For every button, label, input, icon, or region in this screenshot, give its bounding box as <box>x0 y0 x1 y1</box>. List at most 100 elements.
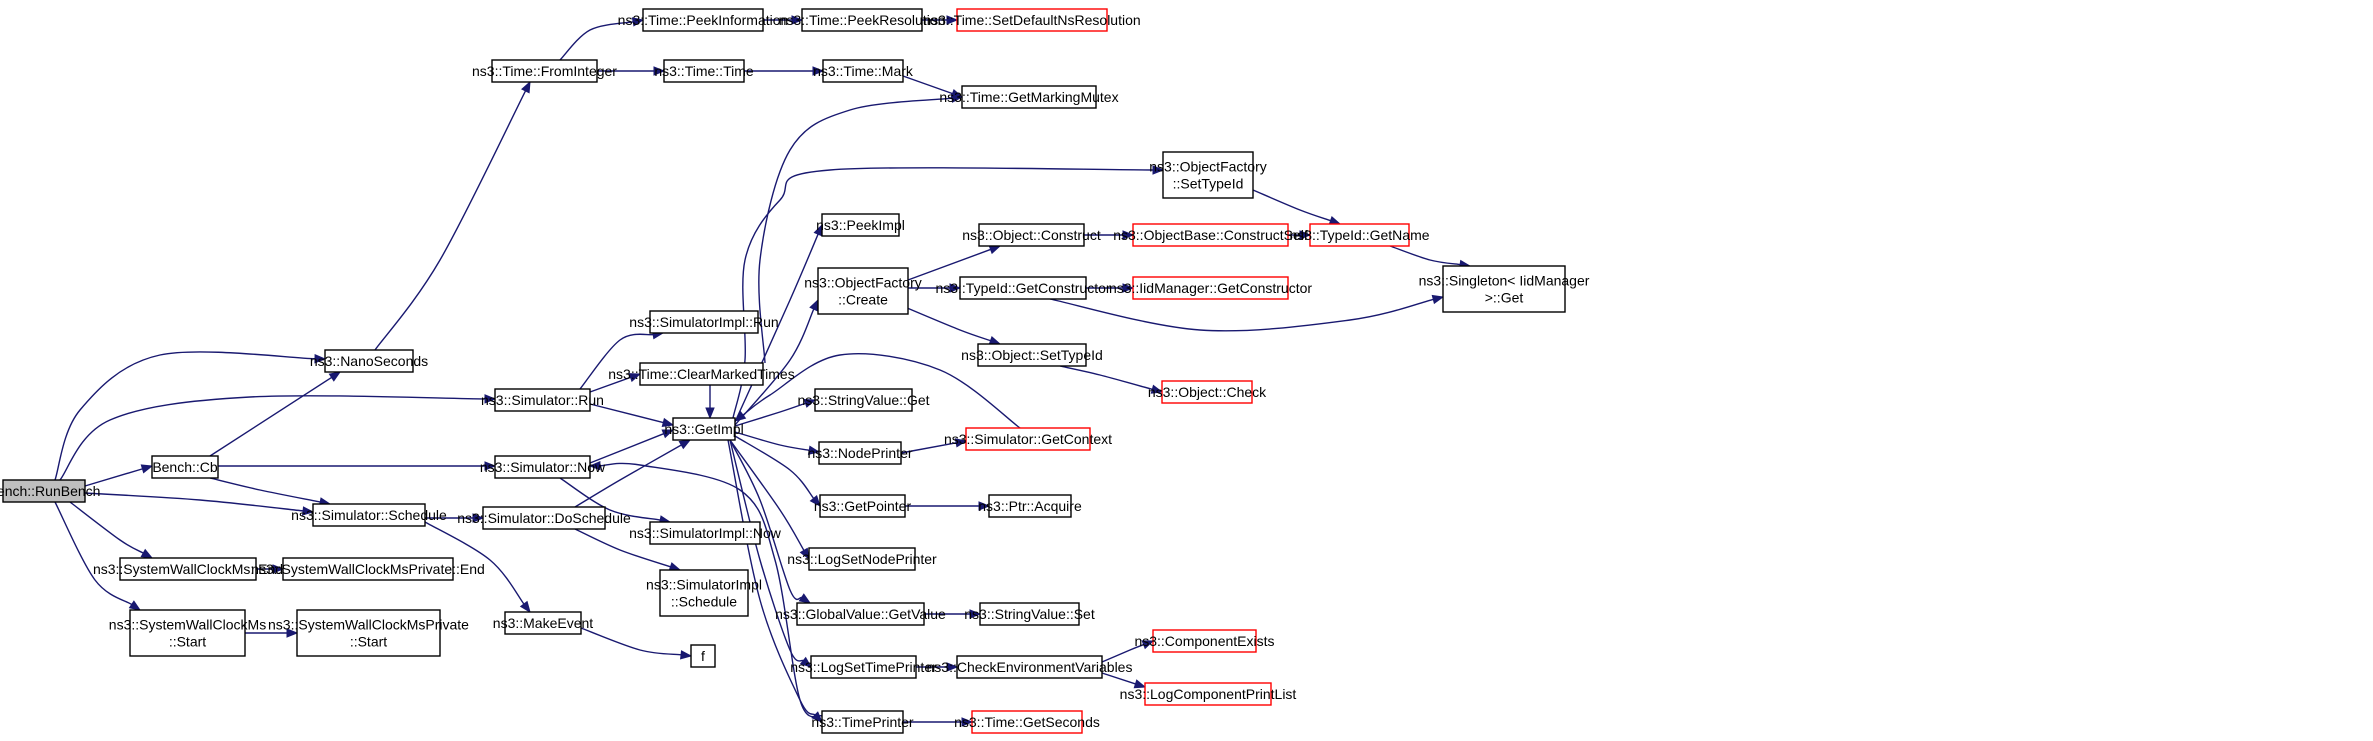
node-constructself[interactable]: ns3::ObjectBase::ConstructSelf <box>1113 223 1308 247</box>
node-strvalset[interactable]: ns3::StringValue::Set <box>964 602 1095 626</box>
node-swc_end[interactable]: ns3::SystemWallClockMs::End <box>93 557 283 581</box>
node-f[interactable]: f <box>690 644 716 668</box>
edge-makeevent-to-f <box>580 627 693 660</box>
node-label: ns3::ObjectFactory <box>1149 159 1267 175</box>
node-nanoseconds[interactable]: ns3::NanoSeconds <box>310 349 428 373</box>
arrowhead-icon <box>951 93 964 103</box>
node-strvalget[interactable]: ns3::StringValue::Get <box>797 388 930 412</box>
node-label: ns3::Simulator::DoSchedule <box>457 510 631 526</box>
node-fromint[interactable]: ns3::Time::FromInteger <box>472 59 617 83</box>
edge-doschedule-to-getimpl <box>574 439 692 508</box>
node-runbench[interactable]: Bench::RunBench <box>0 479 100 503</box>
node-simnow[interactable]: ns3::Simulator::Now <box>480 455 606 479</box>
node-box <box>129 609 246 657</box>
node-label: ns3::GetPointer <box>814 498 912 514</box>
arrowhead-icon <box>661 417 675 427</box>
node-doschedule[interactable]: ns3::Simulator::DoSchedule <box>457 506 631 530</box>
node-logsettime[interactable]: ns3::LogSetTimePrinter <box>790 655 937 679</box>
node-getpointer[interactable]: ns3::GetPointer <box>814 494 912 518</box>
node-ptracquire[interactable]: ns3::Ptr::Acquire <box>978 494 1082 518</box>
edge-constructself-to-tidgetname <box>1288 230 1312 240</box>
arrowhead-icon <box>949 283 962 293</box>
node-swcp_end[interactable]: ns3::SystemWallClockMsPrivate::End <box>251 557 485 581</box>
edge-line <box>758 97 953 364</box>
node-label: ns3::SimulatorImpl <box>646 577 762 593</box>
edge-line <box>1059 365 1153 391</box>
node-objsettypeid[interactable]: ns3::Object::SetTypeId <box>961 343 1103 367</box>
node-simimplnow[interactable]: ns3::SimulatorImpl::Now <box>629 521 782 545</box>
node-simimplsched[interactable]: ns3::SimulatorImpl::Schedule <box>646 569 762 617</box>
node-label: ns3::SimulatorImpl::Run <box>629 314 778 330</box>
edge-line <box>902 75 953 95</box>
node-iidgetctor[interactable]: ns3::IidManager::GetConstructor <box>1109 276 1312 300</box>
edge-fromint-to-peekinfo <box>559 17 645 61</box>
node-checkenv[interactable]: ns3::CheckEnvironmentVariables <box>927 655 1133 679</box>
arrowhead-icon <box>519 600 531 614</box>
node-peekimpl[interactable]: ns3::PeekImpl <box>816 213 905 237</box>
node-tidgetctor[interactable]: ns3::TypeId::GetConstructor <box>935 276 1111 300</box>
arrowhead-icon <box>1122 283 1135 293</box>
node-nodeprinter[interactable]: ns3::NodePrinter <box>807 441 913 465</box>
node-box <box>494 388 591 412</box>
node-box <box>119 557 257 581</box>
edge-tidgetctor-to-singletonget <box>1049 294 1445 332</box>
node-box <box>672 417 736 441</box>
node-objconstruct[interactable]: ns3::Object::Construct <box>962 223 1101 247</box>
node-label: ::Start <box>350 634 387 650</box>
node-singletonget[interactable]: ns3::Singleton< IidManager >::Get <box>1419 265 1590 313</box>
node-logcompprint[interactable]: ns3::LogComponentPrintList <box>1120 682 1297 706</box>
node-box <box>971 710 1083 734</box>
node-box <box>282 557 454 581</box>
node-makeevent[interactable]: ns3::MakeEvent <box>493 611 593 635</box>
node-ofcreate[interactable]: ns3::ObjectFactory::Create <box>804 267 922 315</box>
node-label: ns3::Ptr::Acquire <box>978 498 1082 514</box>
edge-line <box>729 439 805 551</box>
arrowhead-icon <box>680 650 693 660</box>
node-compexists[interactable]: ns3::ComponentExists <box>1134 629 1275 653</box>
node-timeprinter[interactable]: ns3::TimePrinter <box>811 710 914 734</box>
node-swc_start[interactable]: ns3::SystemWallClockMs::Start <box>109 609 266 657</box>
edge-objconstruct-to-constructself <box>1084 230 1135 240</box>
node-box <box>324 349 414 373</box>
node-timetime[interactable]: ns3::Time::Time <box>654 59 754 83</box>
node-logsetnode[interactable]: ns3::LogSetNodePrinter <box>787 547 937 571</box>
node-getseconds[interactable]: ns3::Time::GetSeconds <box>954 710 1100 734</box>
node-box <box>978 223 1085 247</box>
edge-line <box>559 477 661 521</box>
edge-line <box>54 501 133 606</box>
node-box <box>956 655 1103 679</box>
edge-simgetctx-to-getimpl <box>733 353 1021 429</box>
node-timemark[interactable]: ns3::Time::Mark <box>813 59 914 83</box>
arrowhead-icon <box>946 662 959 672</box>
node-peekinfo[interactable]: ns3::Time::PeekInformation <box>618 8 789 32</box>
edge-getimpl-to-gvgetvalue <box>729 439 812 604</box>
node-label: ::Schedule <box>671 594 737 610</box>
node-setdefres[interactable]: ns3::Time::SetDefaultNsResolution <box>923 8 1141 32</box>
node-markingmutex[interactable]: ns3::Time::GetMarkingMutex <box>939 85 1119 109</box>
node-tidgetname[interactable]: ns3::TypeId::GetName <box>1289 223 1430 247</box>
node-benchcb[interactable]: Bench::Cb <box>151 455 219 479</box>
edge-line <box>424 521 525 605</box>
node-label: ns3::Simulator::GetContext <box>944 431 1112 447</box>
node-label: Bench::Cb <box>152 459 218 475</box>
node-simimplrun[interactable]: ns3::SimulatorImpl::Run <box>629 310 779 334</box>
node-ofsettypeid[interactable]: ns3::ObjectFactory::SetTypeId <box>1149 151 1267 199</box>
node-simgetctx[interactable]: ns3::Simulator::GetContext <box>944 427 1112 451</box>
node-clearmarked[interactable]: ns3::Time::ClearMarkedTimes <box>608 362 795 386</box>
node-schedule[interactable]: ns3::Simulator::Schedule <box>291 503 447 527</box>
node-getimpl[interactable]: ns3::GetImpl <box>664 417 744 441</box>
node-label: ns3::Time::SetDefaultNsResolution <box>923 12 1140 28</box>
node-simrun[interactable]: ns3::Simulator::Run <box>481 388 604 412</box>
node-peekres[interactable]: ns3::Time::PeekResolution <box>779 8 946 32</box>
arrowhead-icon <box>1152 165 1165 175</box>
node-label: ns3::Object::Check <box>1148 384 1267 400</box>
node-objcheck[interactable]: ns3::Object::Check <box>1148 380 1267 404</box>
node-label: ns3::Simulator::Now <box>480 459 606 475</box>
node-box <box>796 602 925 626</box>
node-gvgetvalue[interactable]: ns3::GlobalValue::GetValue <box>775 602 946 626</box>
node-box <box>494 455 591 479</box>
arrowhead-icon <box>969 609 982 619</box>
node-swcp_start[interactable]: ns3::SystemWallClockMsPrivate::Start <box>268 609 469 657</box>
arrowhead-icon <box>798 593 812 604</box>
arrowhead-icon <box>286 628 299 638</box>
